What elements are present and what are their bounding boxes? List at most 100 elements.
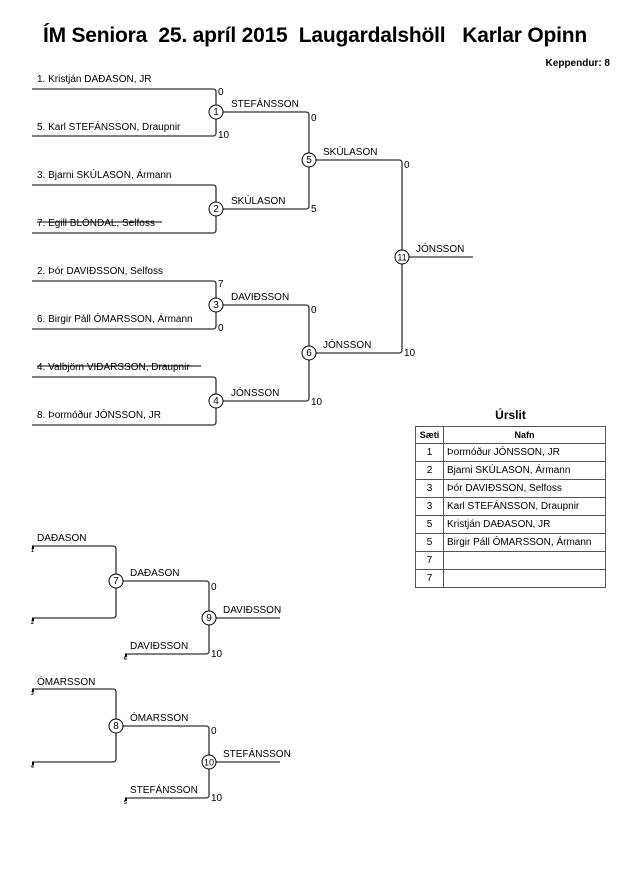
score: 0 — [404, 160, 410, 171]
bracket-line — [223, 304, 310, 346]
bracket-line — [32, 733, 117, 763]
match-node: 10 — [201, 754, 217, 770]
seed-number: 2 — [31, 620, 34, 626]
score: 0 — [211, 726, 217, 737]
table-row: 7 — [415, 551, 606, 570]
match-winner: SKÚLASON — [231, 194, 285, 207]
name-cell: Birgir Páll ÓMARSSON, Ármann — [443, 533, 606, 552]
bracket-line — [32, 688, 117, 720]
match-node: 4 — [208, 393, 224, 409]
match-node: 7 — [108, 573, 124, 589]
competitor-label: 3. Bjarni SKÚLASON, Ármann — [37, 168, 172, 181]
bracket-line — [123, 725, 210, 755]
svg-text:10: 10 — [204, 758, 214, 768]
svg-text:6: 6 — [306, 348, 312, 359]
svg-text:11: 11 — [397, 253, 406, 263]
name-cell — [443, 569, 606, 588]
score: 10 — [211, 793, 223, 804]
bracket-line — [32, 545, 117, 575]
svg-text:5: 5 — [306, 155, 312, 166]
results-header-row: Sæti Nafn — [415, 426, 606, 444]
results-title: Úrslit — [495, 408, 526, 422]
place-cell: 1 — [415, 443, 444, 462]
bracket-line — [32, 408, 217, 426]
page-title: ÍM Seniora 25. apríl 2015 Laugardalshöll… — [42, 24, 588, 47]
bracket-line — [223, 111, 310, 154]
repechage-label: DAÐASON — [37, 533, 86, 544]
place-cell: 5 — [415, 533, 444, 552]
place-cell: 7 — [415, 551, 444, 570]
match-winner: DAVIÐSSON — [231, 292, 289, 303]
place-cell: 2 — [415, 461, 444, 480]
bracket-line — [316, 159, 403, 250]
competitor-count: Keppendur: 8 — [545, 58, 610, 69]
bronze-winner: STEFÁNSSON — [223, 747, 291, 760]
bracket-line — [32, 588, 117, 619]
match-node: 6 — [301, 345, 317, 361]
bracket-line — [32, 376, 217, 395]
match-node: 5 — [301, 152, 317, 168]
match-node: 9 — [201, 610, 217, 626]
seed-number: 4 — [31, 764, 34, 770]
score: 5 — [311, 204, 317, 215]
column-header-name: Nafn — [443, 426, 606, 444]
score: 0 — [218, 87, 224, 98]
bracket-line — [125, 769, 210, 799]
bracket-line — [32, 88, 217, 106]
svg-text:1: 1 — [213, 107, 219, 118]
match-winner: DAÐASON — [130, 568, 179, 579]
place-cell: 3 — [415, 497, 444, 516]
svg-text:7: 7 — [113, 576, 119, 587]
score: 7 — [218, 279, 224, 290]
competitor-label-withdrawn: 4. Valbjörn VIÐARSSON, Draupnir — [37, 362, 190, 373]
match-node: 2 — [208, 201, 224, 217]
bracket-line — [125, 625, 210, 655]
score: 10 — [218, 130, 230, 141]
column-header-place: Sæti — [415, 426, 444, 444]
score: 10 — [211, 649, 223, 660]
seed-number: 5 — [124, 800, 127, 806]
score: 10 — [311, 397, 323, 408]
repechage-label: ÓMARSSON — [37, 675, 95, 688]
name-cell: Þormóður JÓNSSON, JR — [443, 443, 606, 462]
match-node: 1 — [208, 104, 224, 120]
match-winner: STEFÁNSSON — [231, 97, 299, 110]
match-winner: SKÚLASON — [323, 145, 377, 158]
repechage-label: DAVIÐSSON — [130, 641, 188, 652]
bracket-line — [123, 580, 210, 611]
bracket-line — [223, 359, 310, 402]
seed-number: 6 — [124, 656, 127, 662]
repechage-label: STEFÁNSSON — [130, 783, 198, 796]
bracket-line — [32, 312, 217, 330]
place-cell: 5 — [415, 515, 444, 534]
place-cell: 7 — [415, 569, 444, 588]
competitor-label-withdrawn: 7. Egill BLÖNDAL, Selfoss — [37, 217, 155, 229]
match-node: 8 — [108, 718, 124, 734]
seed-number: 3 — [31, 691, 34, 697]
competitor-label: 8. Þormóður JÓNSSON, JR — [37, 408, 161, 421]
svg-text:9: 9 — [206, 613, 212, 624]
name-cell — [443, 551, 606, 570]
match-winner: JÓNSSON — [323, 338, 371, 351]
table-row: 7 — [415, 569, 606, 588]
competitor-label: 1. Kristján DAÐASON, JR — [37, 74, 151, 85]
score: 10 — [404, 348, 416, 359]
tournament-winner: JÓNSSON — [416, 242, 464, 255]
score: 0 — [311, 113, 317, 124]
match-node: 3 — [208, 297, 224, 313]
name-cell: Þór DAVIÐSSON, Selfoss — [443, 479, 606, 498]
bracket-line — [32, 184, 217, 203]
bracket-line — [316, 264, 403, 354]
match-winner: JÓNSSON — [231, 386, 279, 399]
competitor-label: 2. Þór DAVIÐSSON, Selfoss — [37, 266, 163, 277]
seed-number: 1 — [31, 548, 34, 554]
bracket-line — [223, 167, 310, 210]
